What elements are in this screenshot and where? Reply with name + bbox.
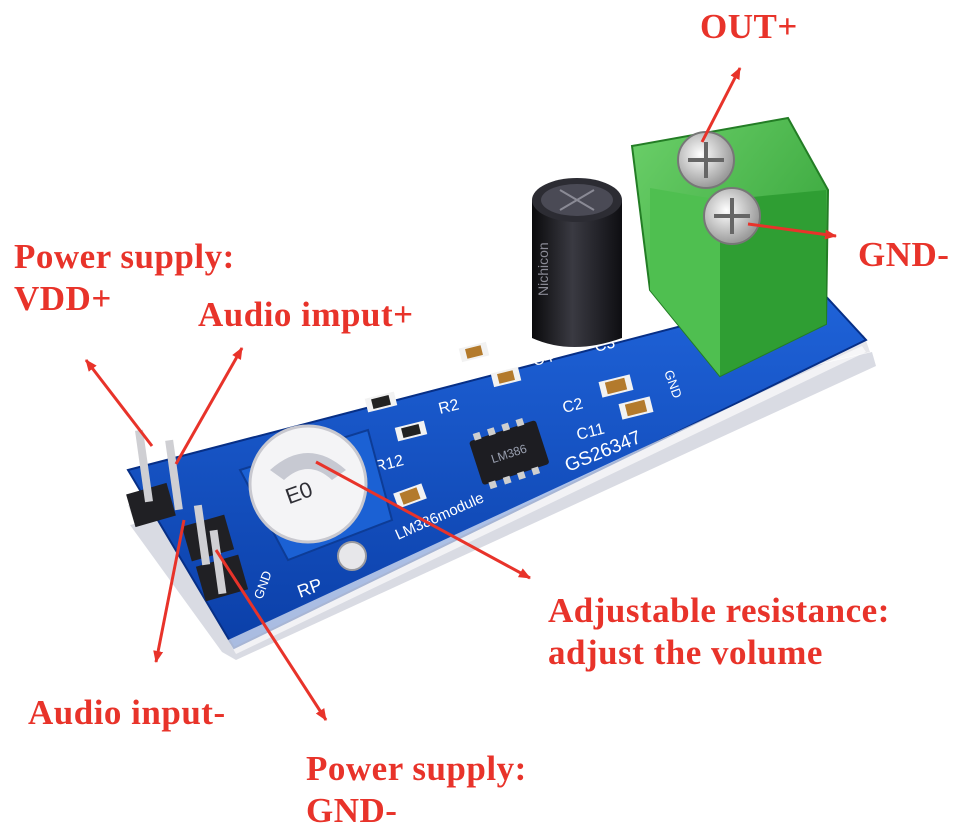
callout-power-vdd: Power supply: VDD+ xyxy=(14,236,235,320)
callout-power-gnd-line1: Power supply: xyxy=(306,749,527,788)
potentiometer: E0 xyxy=(238,424,394,571)
callout-audio-input-minus-text: Audio input- xyxy=(28,693,226,732)
capacitor-brand: Nichicon xyxy=(535,242,551,296)
ic-chip: LM386 xyxy=(469,417,549,490)
callout-audio-input-plus-text: Audio imput+ xyxy=(198,295,414,334)
callout-adjustable-line2: adjust the volume xyxy=(548,633,823,672)
smd-components xyxy=(364,341,654,509)
arrow-vdd xyxy=(84,359,154,447)
arrow-audio-minus xyxy=(153,519,186,663)
callout-adjustable-resistance: Adjustable resistance: adjust the volume xyxy=(548,590,890,674)
callout-power-vdd-line2: VDD+ xyxy=(14,279,112,318)
arrow-gnd-out xyxy=(747,222,837,240)
callout-power-gnd-line2: GND- xyxy=(306,791,398,830)
header-pins xyxy=(126,429,249,602)
arrow-audio-plus xyxy=(174,347,244,465)
silk-c2: C2 xyxy=(561,395,585,416)
screw-terminal xyxy=(630,116,830,378)
silk-c11: C11 xyxy=(575,421,607,444)
silk-r1: R1 xyxy=(409,364,433,385)
arrow-adjustable xyxy=(315,460,531,580)
arrow-power-gnd xyxy=(214,549,328,721)
callout-gnd-out-text: GND- xyxy=(858,235,950,274)
callout-power-gnd: Power supply: GND- xyxy=(306,748,527,832)
annotation-arrows xyxy=(84,67,837,721)
callout-out-plus-text: OUT+ xyxy=(700,7,798,46)
electrolytic-capacitor: Nichicon xyxy=(532,178,622,347)
callout-out-plus: OUT+ xyxy=(700,6,798,48)
callout-power-vdd-line1: Power supply: xyxy=(14,237,235,276)
callout-gnd-out: GND- xyxy=(858,234,949,276)
callout-audio-input-plus: Audio imput+ xyxy=(198,294,414,336)
callout-audio-input-minus: Audio input- xyxy=(28,692,226,734)
arrow-out-plus xyxy=(700,67,742,143)
callout-adjustable-line1: Adjustable resistance: xyxy=(548,591,890,630)
silk-c4: C4 xyxy=(531,348,555,369)
silk-r2: R2 xyxy=(437,396,461,417)
silk-r12: R12 xyxy=(373,452,406,476)
silk-c1: C1 xyxy=(505,318,529,339)
